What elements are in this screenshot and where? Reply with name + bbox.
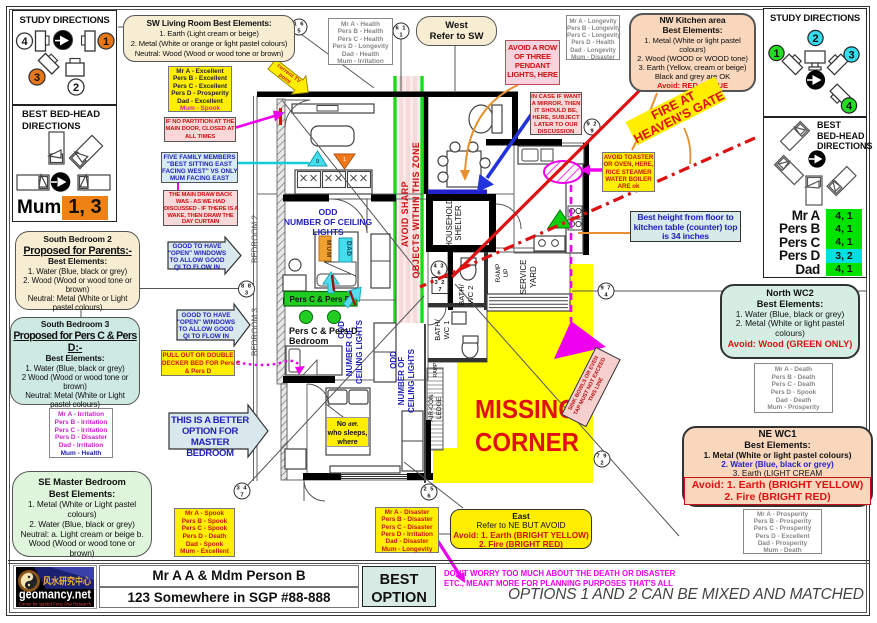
svg-text:geomancy.net: geomancy.net	[19, 587, 92, 602]
svg-text:2 5: 2 5	[423, 487, 434, 493]
svg-text:7: 7	[438, 287, 441, 293]
svg-text:BATH/: BATH/	[433, 318, 442, 340]
svg-text:8 8: 8 8	[241, 284, 252, 290]
svg-text:LEDGE: LEDGE	[436, 396, 443, 419]
svg-text:9: 9	[590, 129, 594, 135]
svg-text:GOOD TO HAVE: GOOD TO HAVE	[172, 243, 222, 250]
svg-text:NUMBER OF: NUMBER OF	[397, 357, 406, 406]
svg-text:LIGHTS: LIGHTS	[312, 227, 343, 237]
svg-text:BEDROOM 3: BEDROOM 3	[251, 307, 260, 356]
svg-text:DAD: DAD	[345, 241, 352, 256]
svg-text:4 3: 4 3	[433, 264, 444, 270]
svg-text:UP: UP	[503, 268, 510, 277]
svg-text:RAMP: RAMP	[433, 362, 439, 377]
svg-text:2: 2	[600, 461, 603, 467]
svg-text:2: 2	[812, 33, 818, 45]
svg-text:9 2: 9 2	[586, 122, 597, 128]
svg-text:BEDROOM: BEDROOM	[186, 448, 234, 459]
svg-text:ODD: ODD	[319, 207, 338, 217]
svg-text:Center for Applied Feng Shui R: Center for Applied Feng Shui Research	[19, 602, 91, 607]
svg-text:NUMBER OF: NUMBER OF	[345, 328, 354, 377]
svg-text:4: 4	[21, 36, 28, 48]
svg-text:1: 1	[773, 48, 779, 60]
svg-text:6 1: 6 1	[395, 26, 406, 32]
svg-text:TO ALLOW GOOD: TO ALLOW GOOD	[178, 326, 233, 333]
svg-text:5: 5	[297, 29, 301, 35]
svg-text:7 9: 7 9	[596, 454, 607, 460]
svg-text:CORNER: CORNER	[475, 427, 579, 457]
svg-text:Pers C & Pers D: Pers C & Pers D	[290, 295, 351, 304]
svg-text:AVOID SHARP: AVOID SHARP	[400, 181, 410, 247]
svg-text:MISSING: MISSING	[475, 394, 577, 424]
svg-text:HOUSEHOLD: HOUSEHOLD	[445, 198, 454, 248]
svg-text:SHELTER: SHELTER	[454, 205, 463, 241]
svg-text:3: 3	[34, 72, 40, 84]
svg-text:OBJECTS WITHIN THIS ZONE: OBJECTS WITHIN THIS ZONE	[411, 142, 421, 279]
svg-text:Bedroom: Bedroom	[289, 336, 329, 346]
svg-text:1: 1	[399, 33, 403, 39]
svg-text:3 2: 3 2	[434, 280, 445, 286]
svg-text:风水研究中心: 风水研究中心	[43, 576, 91, 588]
svg-text:QI TO FLOW IN: QI TO FLOW IN	[174, 264, 220, 271]
svg-text:BEDROOM 2: BEDROOM 2	[251, 214, 260, 263]
svg-text:3: 3	[245, 291, 249, 297]
svg-text:WC 2: WC 2	[466, 286, 475, 305]
svg-text:NUMBER OF CEILING: NUMBER OF CEILING	[284, 217, 373, 227]
svg-text:TO ALLOW GOOD: TO ALLOW GOOD	[169, 257, 224, 264]
svg-text:9 7: 9 7	[600, 286, 611, 292]
svg-text:CEILING LIGHTS: CEILING LIGHTS	[355, 319, 364, 384]
svg-text:Pers C & Pers D: Pers C & Pers D	[289, 326, 358, 336]
svg-text:4: 4	[846, 101, 853, 113]
svg-text:MASTER: MASTER	[191, 437, 230, 448]
svg-text:4: 4	[604, 293, 608, 299]
svg-text:SERVICE: SERVICE	[519, 260, 528, 295]
svg-text:MUM: MUM	[325, 240, 332, 258]
svg-text:1: 1	[103, 36, 109, 48]
svg-text:"OPEN" WINDOWS: "OPEN" WINDOWS	[168, 250, 227, 257]
svg-text:BATH/: BATH/	[457, 283, 466, 305]
svg-text:GOOD TO HAVE: GOOD TO HAVE	[181, 312, 231, 319]
svg-text:3 4: 3 4	[236, 486, 247, 492]
svg-text:ODD: ODD	[389, 351, 398, 369]
svg-text:QI TO FLOW IN: QI TO FLOW IN	[183, 333, 229, 340]
svg-text:6: 6	[437, 271, 441, 277]
svg-text:6: 6	[427, 494, 431, 500]
svg-text:2: 2	[73, 82, 79, 94]
svg-text:YARD: YARD	[529, 266, 538, 288]
svg-text:RAMP: RAMP	[495, 264, 502, 283]
svg-text:"OPEN" WINDOWS: "OPEN" WINDOWS	[177, 319, 236, 326]
svg-text:WC 1: WC 1	[442, 321, 451, 340]
svg-text:ODD: ODD	[337, 321, 346, 339]
svg-text:1 6: 1 6	[293, 22, 304, 28]
svg-text:OPTION FOR: OPTION FOR	[182, 426, 239, 437]
svg-text:AIR-CON: AIR-CON	[428, 394, 435, 422]
svg-text:7: 7	[240, 493, 243, 499]
svg-text:1: 1	[343, 157, 346, 163]
svg-text:3: 3	[848, 50, 854, 62]
svg-text:9: 9	[316, 159, 319, 165]
svg-text:CEILING LIGHTS: CEILING LIGHTS	[407, 348, 416, 413]
svg-text:THIS IS A BETTER: THIS IS A BETTER	[171, 415, 249, 426]
